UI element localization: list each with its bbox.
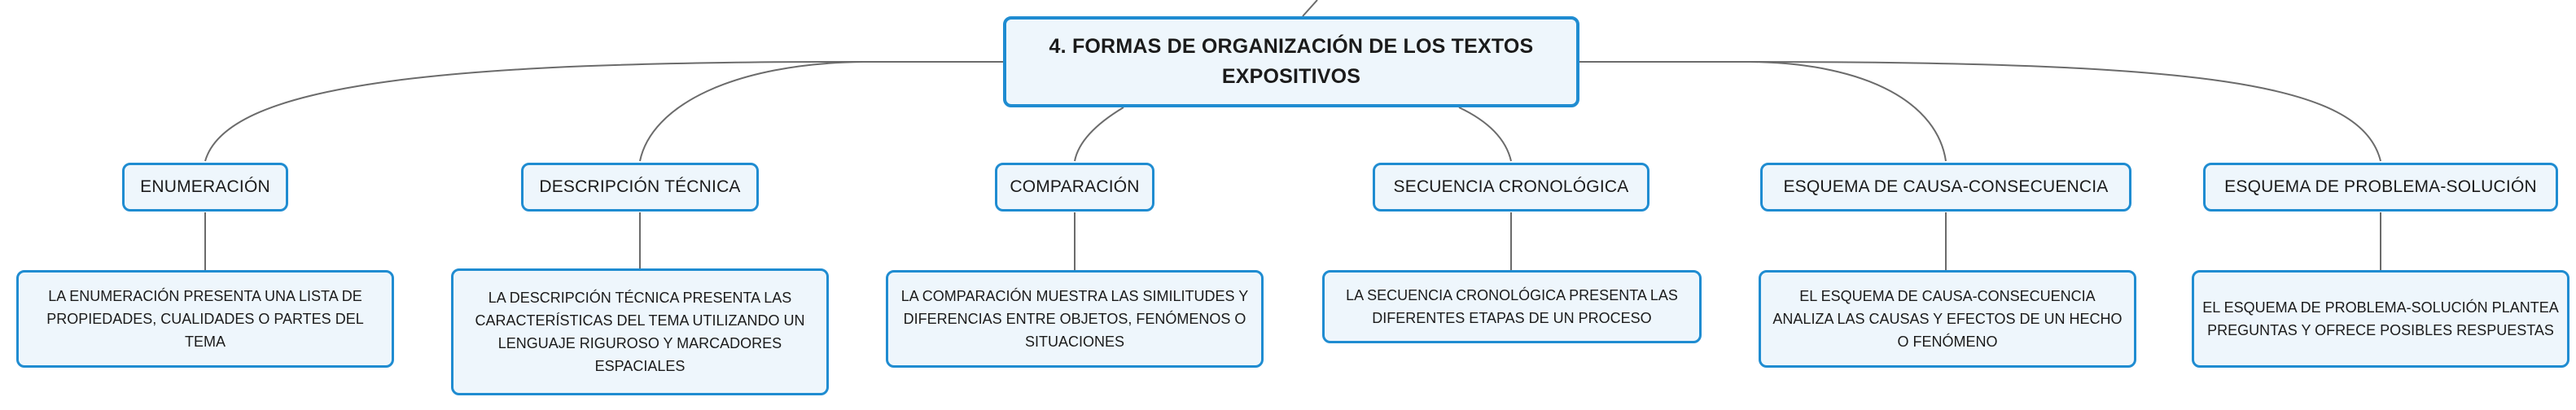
description-enumeracion[interactable]: LA ENUMERACIÓN PRESENTA UNA LISTA DE PRO… [16,270,394,368]
connector-problema [1579,61,2381,162]
description-comparacion[interactable]: LA COMPARACIÓN MUESTRA LAS SIMILITUDES Y… [886,270,1264,368]
root-topic[interactable]: 4. FORMAS DE ORGANIZACIÓN DE LOS TEXTOS … [1003,16,1579,107]
connector-secuencia [1458,107,1512,162]
description-secuencia-cronologica[interactable]: LA SECUENCIA CRONOLÓGICA PRESENTA LAS DI… [1322,270,1702,343]
topic-descripcion-tecnica[interactable]: DESCRIPCIÓN TÉCNICA [521,163,759,212]
topic-comparacion[interactable]: COMPARACIÓN [995,163,1154,212]
description-problema-solucion[interactable]: EL ESQUEMA DE PROBLEMA-SOLUCIÓN PLANTEA … [2192,270,2569,368]
topic-secuencia-cronologica[interactable]: SECUENCIA CRONOLÓGICA [1373,163,1649,212]
parent-connector [1302,0,1318,17]
description-descripcion-tecnica[interactable]: LA DESCRIPCIÓN TÉCNICA PRESENTA LAS CARA… [451,268,829,395]
description-causa-consecuencia[interactable]: EL ESQUEMA DE CAUSA-CONSECUENCIA ANALIZA… [1759,270,2136,368]
connector-descripcion [639,61,1003,162]
connector-causa [1579,61,1947,162]
connector-comparacion [1074,107,1124,162]
connector-enumeracion [204,61,1003,162]
topic-causa-consecuencia[interactable]: ESQUEMA DE CAUSA-CONSECUENCIA [1760,163,2131,212]
topic-problema-solucion[interactable]: ESQUEMA DE PROBLEMA-SOLUCIÓN [2203,163,2558,212]
topic-enumeracion[interactable]: ENUMERACIÓN [122,163,288,212]
